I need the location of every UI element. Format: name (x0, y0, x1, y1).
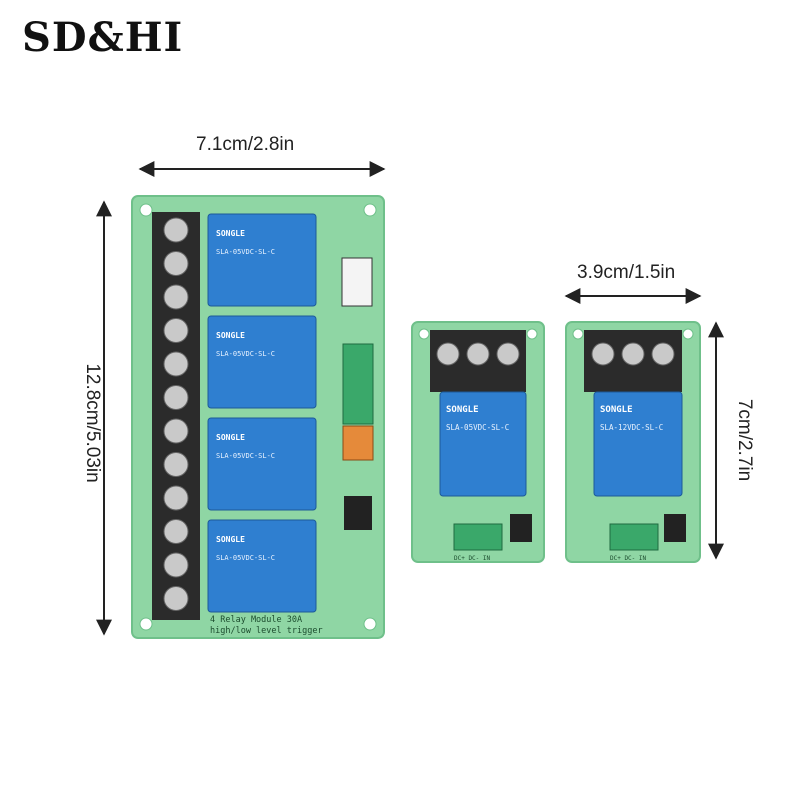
terminal-screw (163, 452, 189, 477)
terminal-screw (163, 519, 189, 544)
terminal-screw (163, 586, 189, 611)
terminal-screw (163, 418, 189, 444)
terminal-screw (163, 217, 189, 243)
brand-logo: SD&HI (22, 14, 184, 61)
small-a-relay-model: SLA-05VDC-SL-C (446, 423, 509, 432)
single-relay-board-12v: SONGLE SLA-12VDC-SL-C DC+ DC- IN (565, 321, 701, 563)
relay (207, 417, 317, 511)
terminal-screw (163, 351, 189, 377)
relay (207, 519, 317, 613)
relay (207, 315, 317, 409)
single-relay-board-5v: SONGLE SLA-05VDC-SL-C DC+ DC- IN (411, 321, 545, 563)
large-board-silk-line2: high/low level trigger (210, 626, 323, 636)
relay-brand: SONGLE (216, 229, 245, 238)
large-board-silk-line1: 4 Relay Module 30A (210, 615, 302, 625)
relay (207, 213, 317, 307)
small-b-relay-brand: SONGLE (600, 405, 633, 415)
terminal-screw (163, 385, 189, 410)
terminal-screw (163, 251, 189, 276)
small-a-pin-labels: DC+ DC- IN (454, 555, 491, 562)
terminal-screw (163, 552, 189, 578)
relay-model: SLA-05VDC-SL-C (216, 452, 275, 460)
relay-model: SLA-05VDC-SL-C (216, 350, 275, 358)
small-b-pin-labels: DC+ DC- IN (610, 555, 647, 562)
four-relay-board: SONGLE SLA-05VDC-SL-C SONGLE SLA-05VDC-SL-C… (131, 195, 385, 639)
relay-brand: SONGLE (216, 535, 245, 544)
terminal-screw (163, 318, 189, 343)
large-board-width-label: 7.1cm/2.8in (196, 134, 295, 155)
relay-brand: SONGLE (216, 433, 245, 442)
relay-model: SLA-05VDC-SL-C (216, 248, 275, 256)
terminal-screw (163, 284, 189, 310)
relay-brand: SONGLE (216, 331, 245, 340)
small-a-relay-brand: SONGLE (446, 405, 479, 415)
small-board-width-label: 3.9cm/1.5in (577, 262, 676, 283)
terminal-screw (163, 485, 189, 511)
small-b-relay-model: SLA-12VDC-SL-C (600, 423, 663, 432)
relay-model: SLA-05VDC-SL-C (216, 554, 275, 562)
